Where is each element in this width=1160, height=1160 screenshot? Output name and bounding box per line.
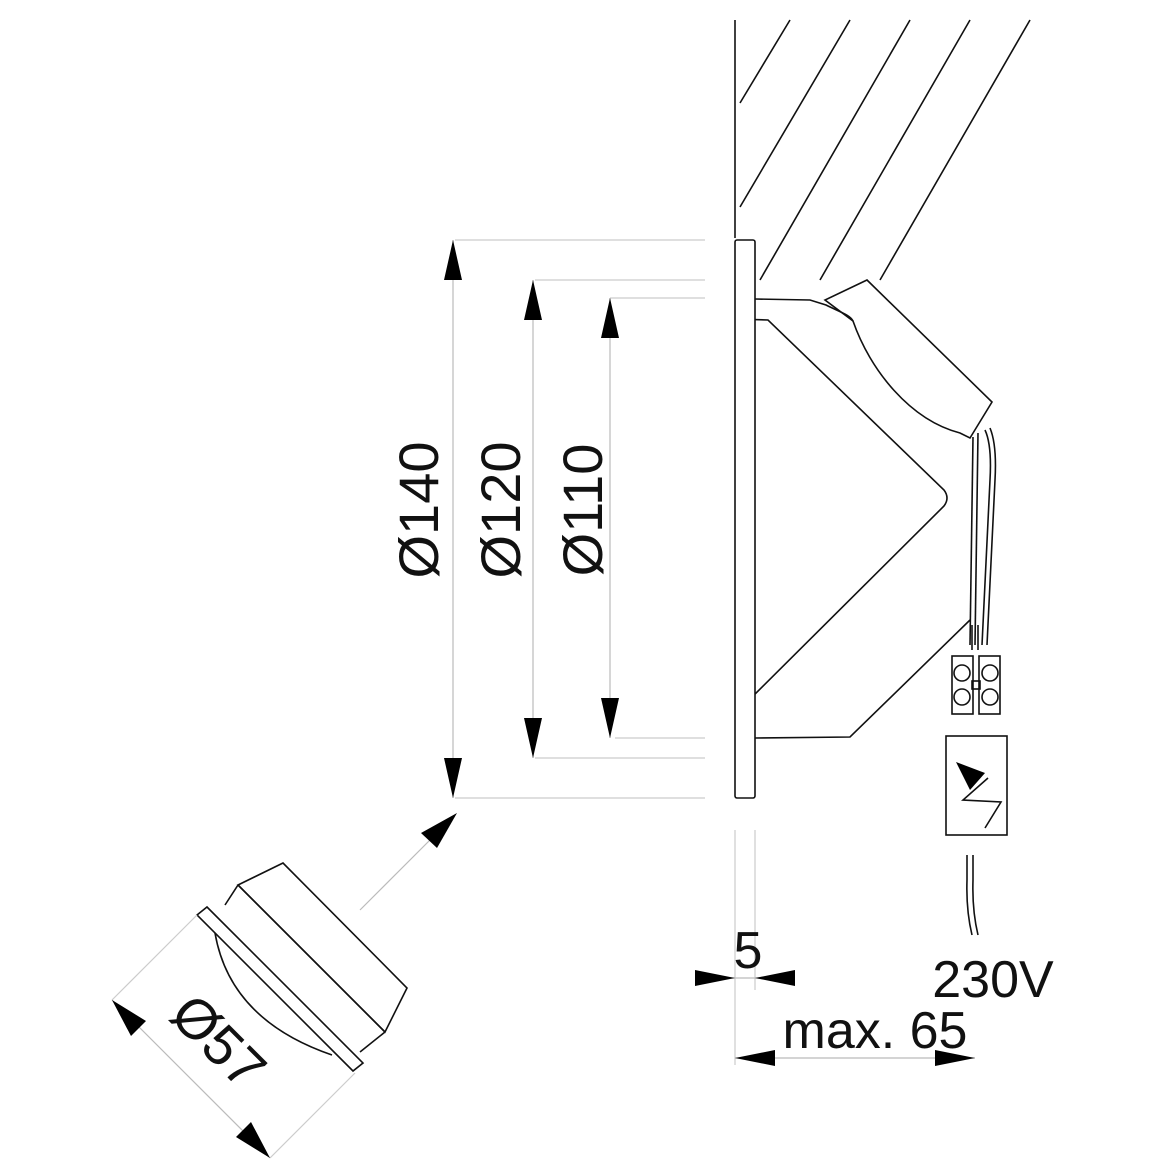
small-lamp-insert — [111, 813, 457, 1159]
wall-section — [734, 19, 1031, 281]
dimension-d57: Ø57 — [159, 982, 278, 1101]
dimension-d110: Ø110 — [551, 444, 614, 577]
depth-dimensions — [695, 830, 975, 1066]
transformer-icon — [945, 735, 1008, 836]
dimension-depth: max. 65 — [783, 1002, 968, 1060]
dimension-flange: 5 — [734, 922, 763, 980]
voltage-label: 230V — [932, 951, 1054, 1009]
lamp-section — [734, 239, 994, 799]
dimension-d120: Ø120 — [469, 442, 532, 579]
diameter-dimensions — [444, 239, 705, 799]
lamp-wires — [969, 427, 997, 650]
terminal-connector-icon — [951, 655, 1001, 715]
supply-cable — [966, 855, 979, 936]
dimension-d140: Ø140 — [387, 442, 450, 579]
